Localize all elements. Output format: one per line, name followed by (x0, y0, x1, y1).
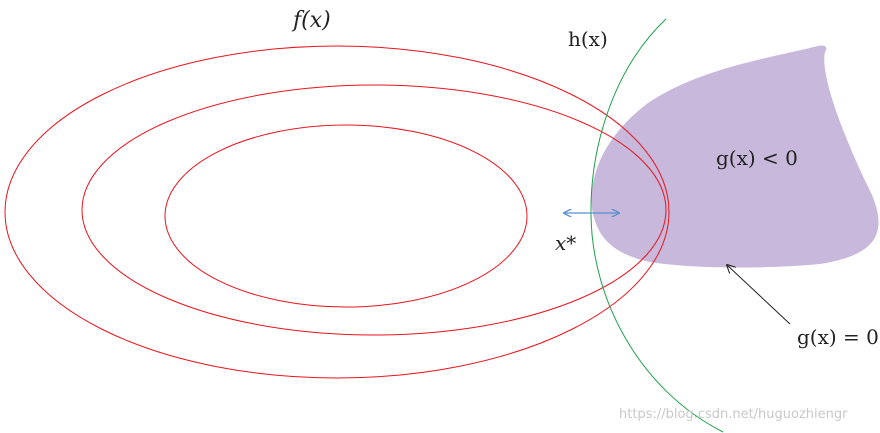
g-boundary-label: g(x) = 0 (797, 325, 879, 349)
contour-inner (164, 124, 528, 308)
f-label: f(x) (291, 8, 331, 33)
boundary-pointer-arrow (727, 265, 791, 325)
h-label: h(x) (568, 27, 608, 51)
watermark: https://blog.csdn.net/huguozhiengr (619, 407, 848, 422)
optimum-label: x* (555, 231, 576, 255)
g-region-label: g(x) < 0 (716, 146, 798, 170)
contour-outer (4, 45, 670, 379)
contour-middle (81, 84, 667, 336)
feasible-region (591, 45, 879, 268)
